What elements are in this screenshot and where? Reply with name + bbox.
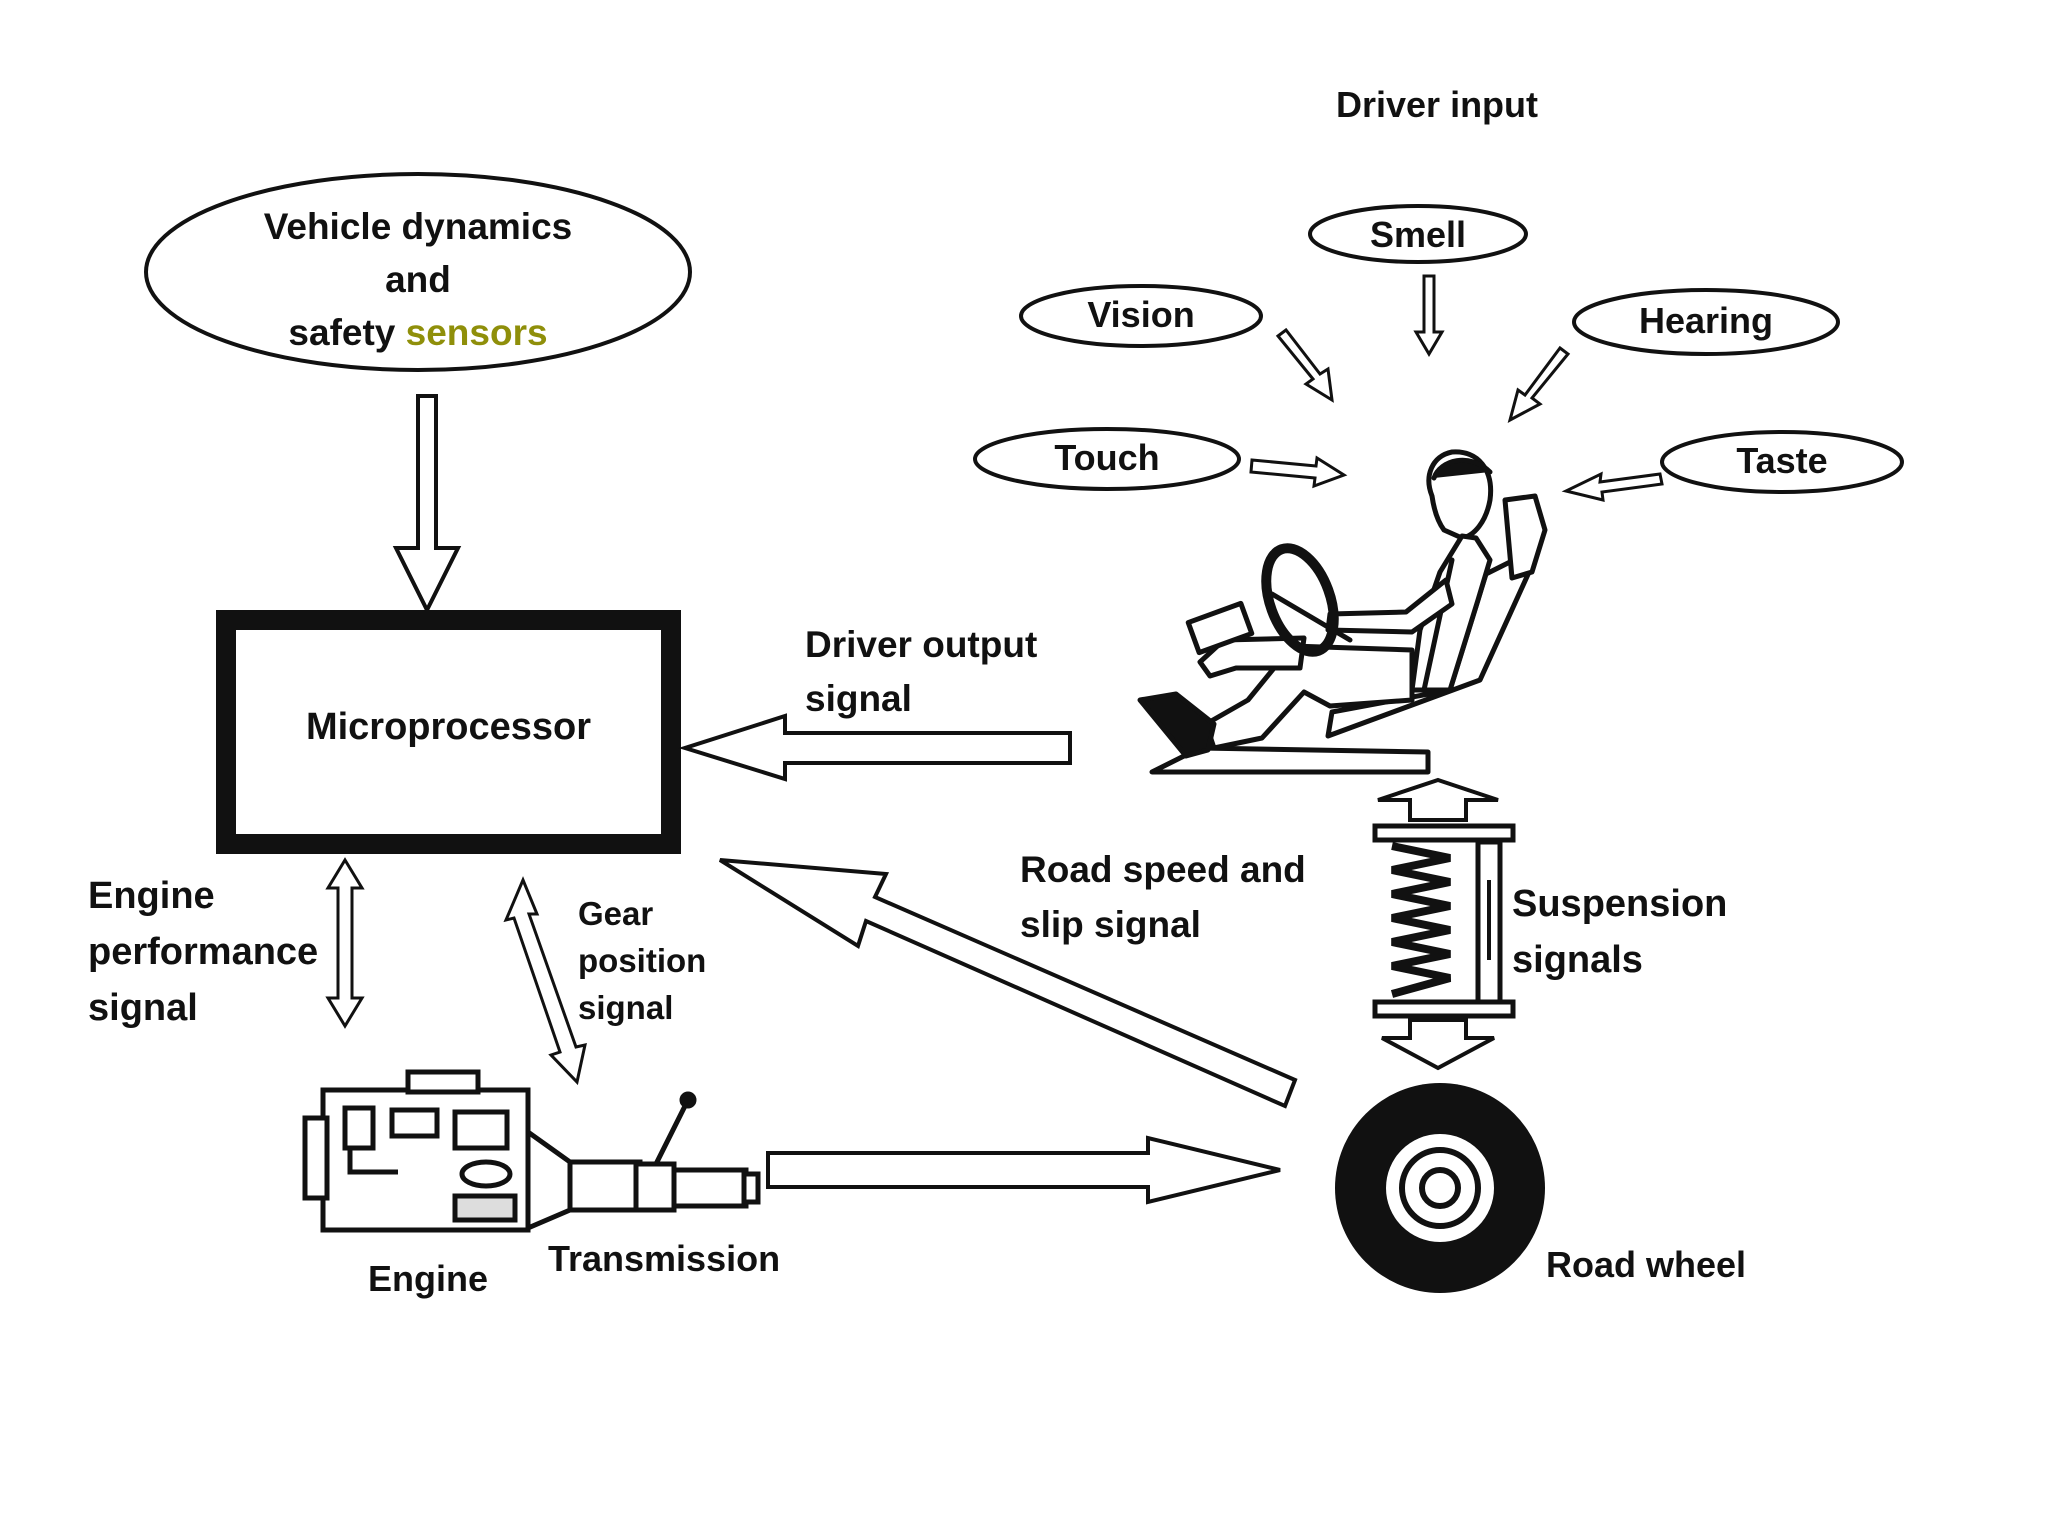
sensor-ellipse <box>144 172 692 372</box>
road-wheel-label: Road wheel <box>1546 1244 1747 1285</box>
arrow-driver-output <box>678 713 1072 782</box>
road-speed-label: Road speed and slip signal <box>1020 849 1306 945</box>
sensor-line-1: Vehicle dynamics <box>263 206 573 247</box>
driver-output-label: Driver output signal <box>805 624 1038 719</box>
sensor-highlight: sensors <box>405 312 548 353</box>
arrow-hearing <box>1507 345 1571 423</box>
transmission-label: Transmission <box>548 1238 781 1279</box>
suspension-label: Suspension signals <box>1512 883 1728 981</box>
touch-label: Touch <box>1054 437 1160 478</box>
hearing-ellipse <box>1572 288 1840 356</box>
sensor-line-2: and <box>385 259 451 300</box>
arrow-gear-position <box>503 876 587 1086</box>
vision-ellipse <box>1019 284 1263 348</box>
driver-input-title: Driver input <box>1336 84 1539 125</box>
gear-position-label: Gear position signal <box>578 895 707 1026</box>
vision-label: Vision <box>1087 294 1195 335</box>
taste-label: Taste <box>1736 440 1828 481</box>
sense-arrows <box>1249 274 1664 502</box>
arrow-engine-performance <box>325 857 365 1029</box>
engine-label: Engine <box>368 1258 489 1299</box>
microprocessor-label: Microprocessor <box>305 706 592 748</box>
arrow-transmission-to-wheel <box>766 1135 1281 1205</box>
taste-ellipse <box>1660 430 1904 494</box>
touch-ellipse <box>973 427 1241 491</box>
arrow-touch <box>1249 455 1348 489</box>
arrow-smell <box>1413 274 1445 357</box>
microprocessor-box <box>216 610 681 854</box>
sensor-line-3: safety sensors <box>288 312 548 353</box>
arrow-suspension-down <box>1381 1018 1495 1071</box>
arrow-sensors-to-microprocessor <box>392 394 462 615</box>
driver-icon <box>1137 449 1548 775</box>
smell-ellipse <box>1308 204 1528 264</box>
arrow-suspension-up <box>1377 777 1499 822</box>
engine-performance-label: Engine performance signal <box>88 875 319 1029</box>
transmission-icon <box>525 1091 761 1232</box>
smell-label: Smell <box>1369 214 1467 255</box>
road-wheel-icon <box>1335 1083 1545 1293</box>
arrow-vision <box>1275 327 1334 403</box>
arrow-road-speed <box>718 858 1298 1109</box>
engine-icon <box>302 1069 531 1233</box>
arrow-taste <box>1561 471 1664 502</box>
hearing-label: Hearing <box>1638 300 1774 341</box>
sensor-block-text: Vehicle dynamics and safety sensors <box>218 200 618 359</box>
suspension-spring-icon <box>1372 823 1516 1019</box>
